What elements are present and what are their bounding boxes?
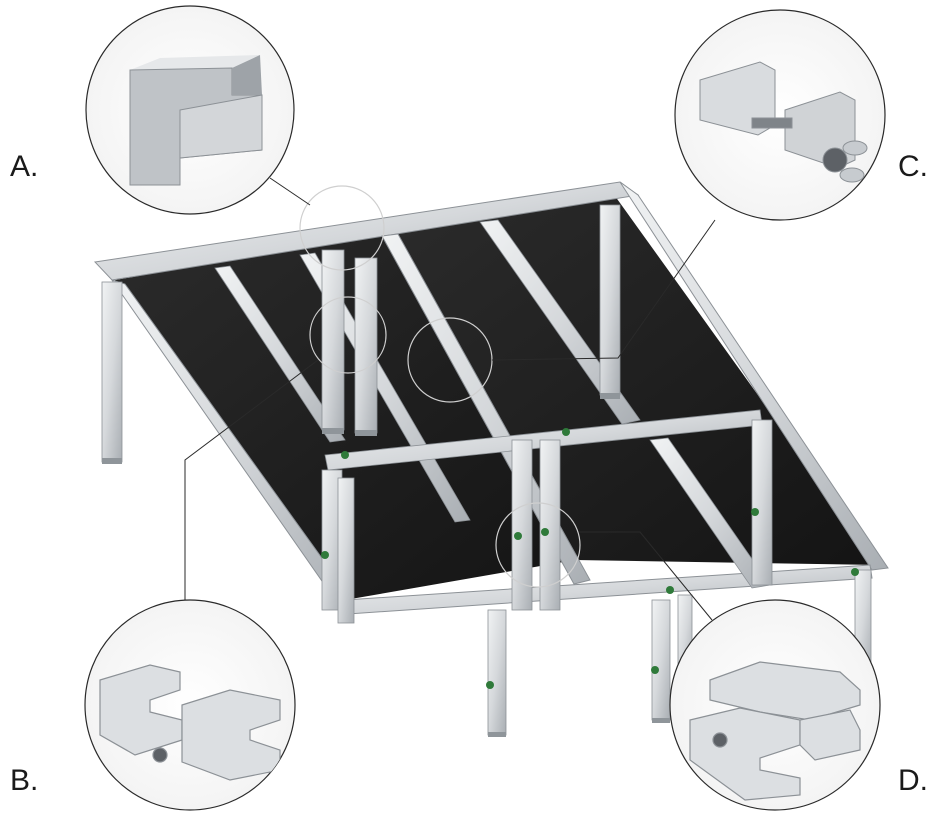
marker-d — [495, 502, 581, 588]
legs — [101, 204, 872, 736]
corner-frame-bottom — [689, 707, 801, 801]
label-d: D. — [898, 764, 928, 797]
clamp-frame-right — [181, 689, 281, 781]
callout-line-a — [269, 177, 311, 206]
wing-nut-wing — [842, 140, 868, 156]
leg-feet — [102, 393, 670, 737]
corner-frame-side — [799, 709, 861, 761]
wing-nut-icon — [152, 747, 168, 763]
detail-d — [669, 599, 881, 811]
leg — [539, 439, 561, 611]
leg — [354, 257, 378, 434]
leg — [487, 609, 507, 736]
label-a: A. — [10, 150, 39, 183]
cross-beam — [214, 265, 346, 443]
leg — [337, 477, 355, 624]
detail-b — [84, 599, 296, 811]
callout-line-c — [491, 219, 716, 361]
clamp-spring — [751, 117, 793, 129]
detail-c — [674, 9, 886, 221]
leg — [651, 599, 671, 721]
leg — [321, 249, 345, 431]
clamp-frame-left — [99, 664, 183, 756]
marker-b — [309, 296, 387, 374]
label-c: C. — [898, 150, 928, 183]
wing-nut-icon — [822, 147, 848, 173]
label-b: B. — [10, 764, 39, 797]
right-rail — [619, 181, 889, 571]
leg — [101, 281, 123, 463]
marker-a — [299, 185, 385, 271]
wing-nut-wing — [839, 167, 865, 183]
callout-line-d — [580, 531, 713, 621]
profile-top — [130, 55, 260, 70]
callout-lines — [184, 177, 716, 621]
leg — [511, 439, 533, 611]
wing-nut-icon — [712, 732, 728, 748]
callout-line-b — [184, 359, 319, 600]
leg — [751, 419, 773, 586]
profile-side — [232, 55, 262, 95]
profile-notch — [179, 94, 263, 159]
clamp-knobs — [321, 428, 859, 689]
detail-a — [85, 5, 295, 215]
corner-frame-top — [709, 661, 861, 721]
leg — [599, 204, 621, 396]
